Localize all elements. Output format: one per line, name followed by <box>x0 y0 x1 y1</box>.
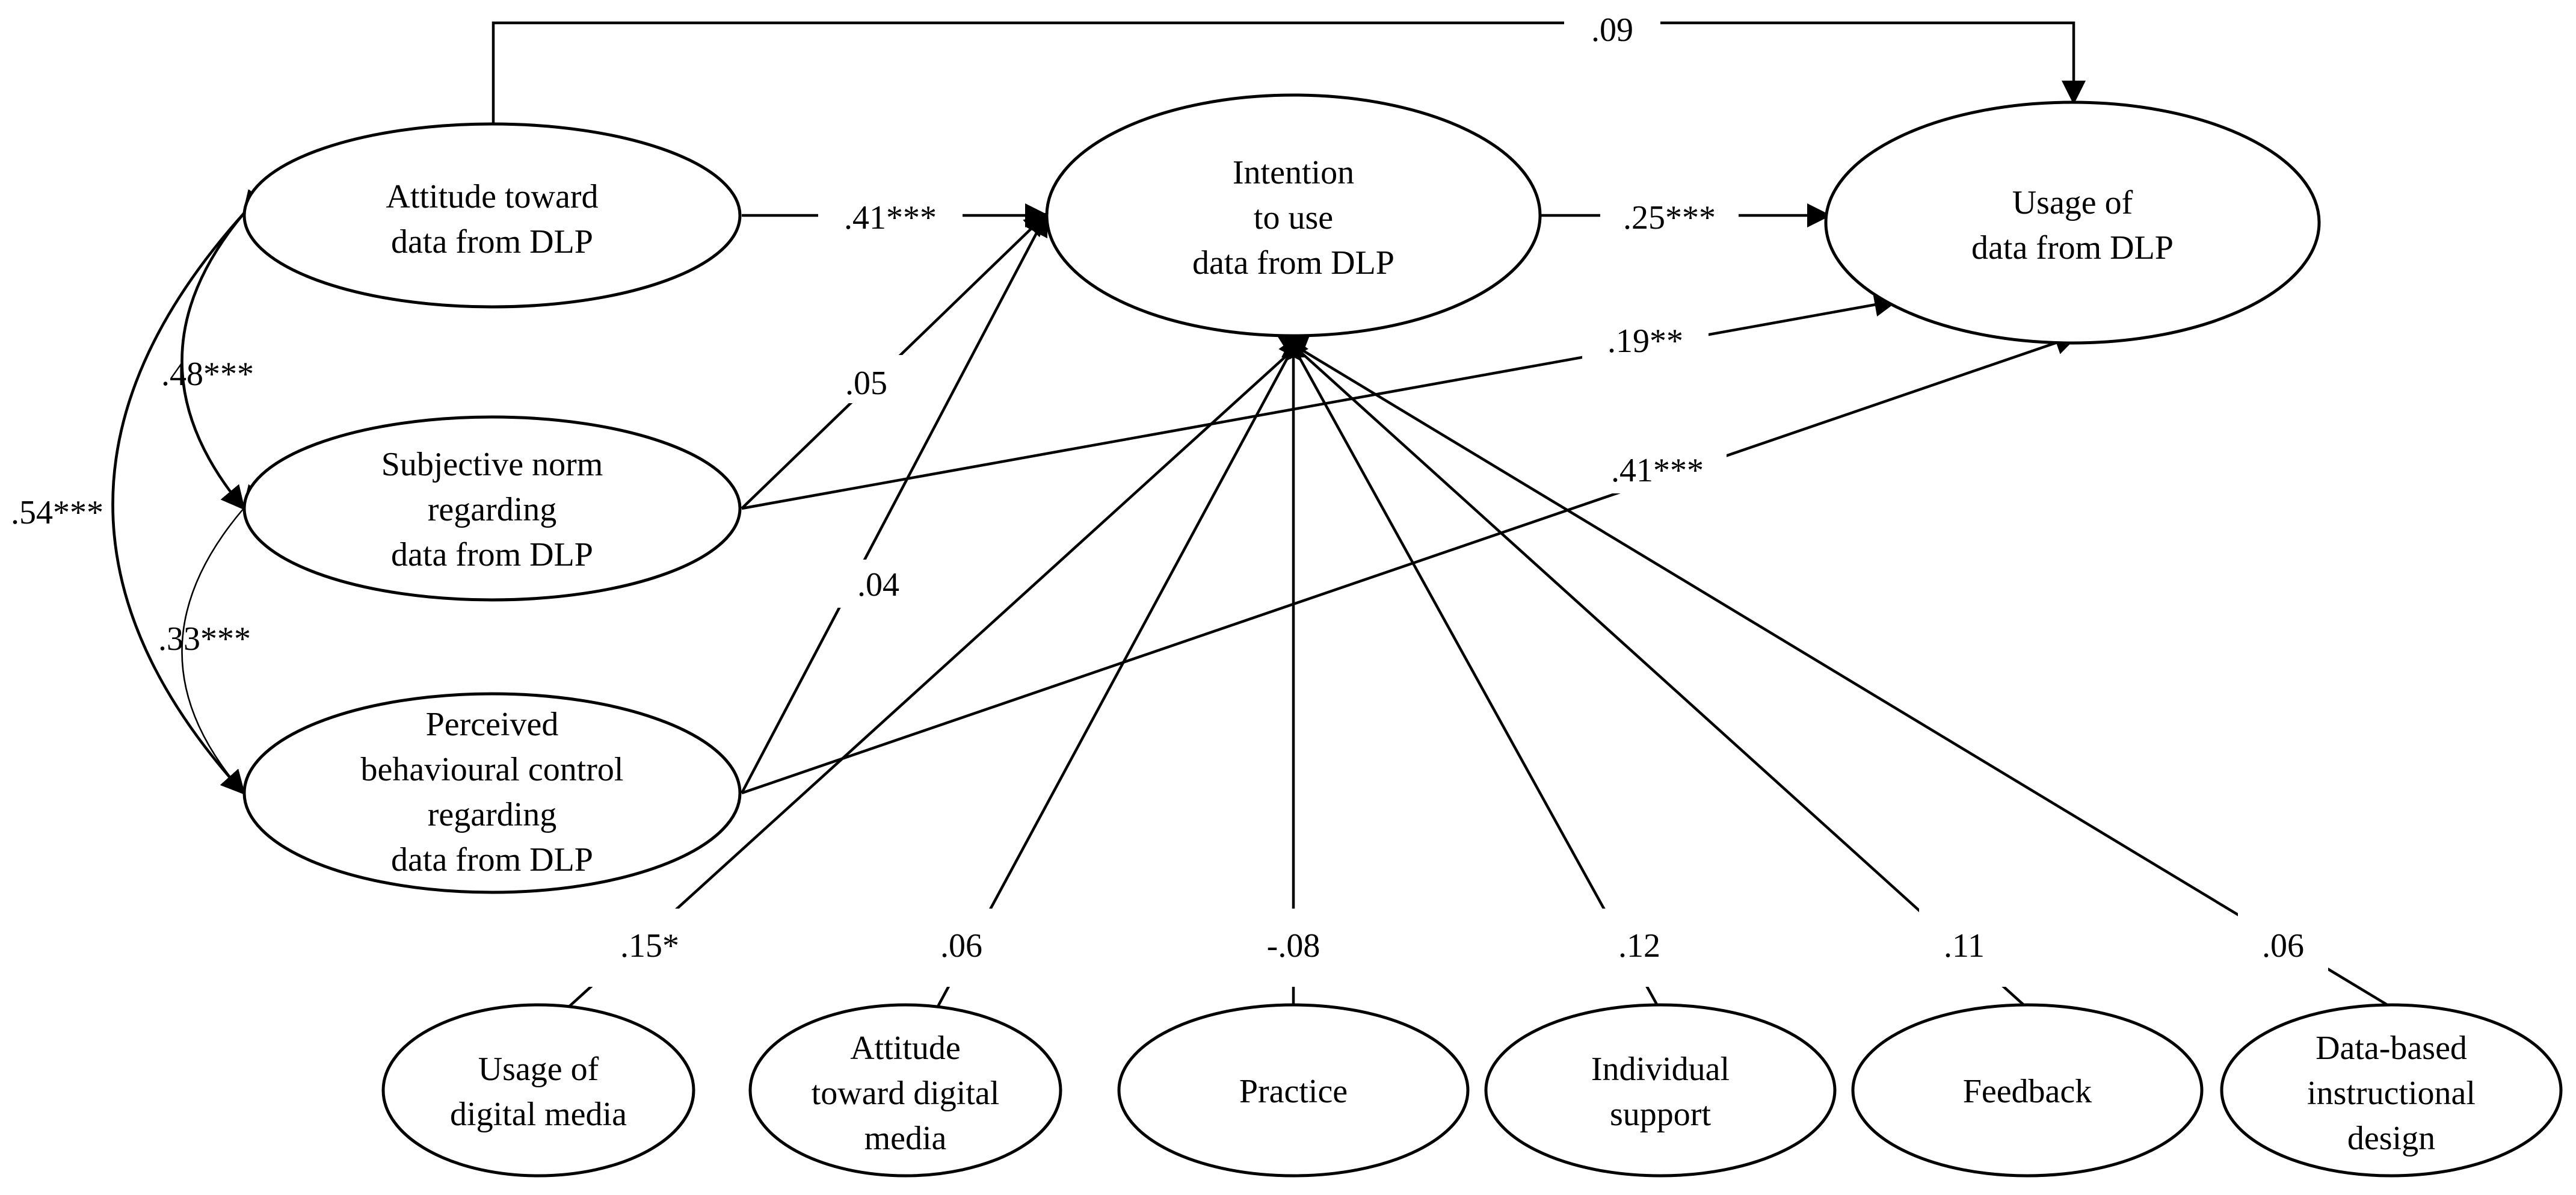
node-attitude-line-1: Attitude toward <box>386 178 598 215</box>
coefficient-labels: .09 .41*** .25*** .05 .19** .04 .41*** .… <box>11 3 2328 987</box>
node-pbc-line-1: Perceived <box>426 706 559 743</box>
node-individual-support-line-1: Individual <box>1591 1051 1730 1088</box>
node-pbc-line-4: data from DLP <box>391 841 593 878</box>
node-practice: Practice <box>1117 1003 1470 1178</box>
path-feedback-to-intention <box>1281 334 2032 1012</box>
node-attitude-digital-media-line-1: Attitude <box>850 1030 961 1067</box>
coef-attitude-digital-media-to-intention: .06 <box>940 927 982 965</box>
node-intention-line-2: to use <box>1254 199 1333 236</box>
node-data-based-design-line-2: instructional <box>2307 1075 2476 1112</box>
coef-corr-attitude-norm: .48*** <box>161 356 254 393</box>
path-usage-digital-media-to-intention <box>563 334 1310 1012</box>
node-subjective-norm-line-1: Subjective norm <box>381 446 603 483</box>
node-pbc: Perceived behavioural control regarding … <box>242 692 742 894</box>
nodes: Attitude toward data from DLP Subjective… <box>242 93 2563 1178</box>
coef-feedback-to-intention: .11 <box>1944 927 1985 965</box>
node-data-based-design-line-1: Data-based <box>2316 1030 2467 1067</box>
node-intention-line-1: Intention <box>1233 154 1354 191</box>
node-individual-support: Individual support <box>1484 1003 1837 1178</box>
node-attitude: Attitude toward data from DLP <box>242 122 742 309</box>
coef-data-based-design-to-intention: .06 <box>2262 927 2304 965</box>
node-usage-digital-media-line-1: Usage of <box>478 1051 599 1088</box>
coef-norm-to-usage: .19** <box>1607 323 1683 360</box>
node-intention: Intention to use data from DLP <box>1045 93 1542 338</box>
node-pbc-line-3: regarding <box>428 796 557 833</box>
node-usage-digital-media: Usage of digital media <box>381 1003 695 1178</box>
coef-individual-support-to-intention: .12 <box>1618 927 1660 965</box>
path-pbc-to-usage <box>741 331 2079 795</box>
coef-attitude-to-intention: .41*** <box>844 199 937 236</box>
path-individual-support-to-intention <box>1286 333 1662 1012</box>
path-data-based-design-to-intention <box>1276 334 2399 1012</box>
node-attitude-digital-media: Attitude toward digital media <box>748 1003 1062 1178</box>
node-intention-line-3: data from DLP <box>1192 244 1394 282</box>
node-attitude-digital-media-line-3: media <box>864 1120 947 1157</box>
corr-attitude-pbc <box>111 189 267 795</box>
paths <box>111 21 2399 1012</box>
coef-attitude-to-usage: .09 <box>1591 11 1633 49</box>
node-usage-line-2: data from DLP <box>1971 229 2174 267</box>
node-practice-line-1: Practice <box>1239 1073 1348 1110</box>
path-attitude-to-usage <box>491 21 2086 124</box>
node-pbc-line-2: behavioural control <box>361 751 624 788</box>
coef-pbc-to-usage: .41*** <box>1611 452 1704 489</box>
node-usage-digital-media-line-2: digital media <box>450 1096 627 1133</box>
node-usage: Usage of data from DLP <box>1824 100 2321 345</box>
node-subjective-norm: Subjective norm regarding data from DLP <box>242 415 742 602</box>
corr-norm-pbc <box>181 484 267 795</box>
node-attitude-line-2: data from DLP <box>391 223 593 261</box>
node-data-based-design: Data-based instructional design <box>2220 1003 2563 1178</box>
path-attitude-digital-media-to-intention <box>934 333 1301 1012</box>
coef-corr-attitude-pbc: .54*** <box>11 494 103 531</box>
node-individual-support-line-2: support <box>1610 1096 1711 1133</box>
node-feedback-line-1: Feedback <box>1963 1073 2092 1110</box>
node-data-based-design-line-3: design <box>2347 1120 2435 1157</box>
node-feedback: Feedback <box>1851 1003 2204 1178</box>
coef-practice-to-intention: -.08 <box>1267 927 1320 965</box>
corr-attitude-norm <box>180 189 267 511</box>
path-pbc-to-intention <box>741 211 1048 794</box>
node-subjective-norm-line-2: regarding <box>428 491 557 528</box>
coef-pbc-to-intention: .04 <box>857 566 899 604</box>
node-subjective-norm-line-3: data from DLP <box>391 536 593 573</box>
coef-usage-digital-media-to-intention: .15* <box>620 927 679 965</box>
node-attitude-digital-media-line-2: toward digital <box>812 1075 1000 1112</box>
node-usage-line-1: Usage of <box>2012 184 2133 221</box>
coef-intention-to-usage: .25*** <box>1623 199 1716 236</box>
coef-norm-to-intention: .05 <box>845 365 887 402</box>
coef-corr-norm-pbc: .33*** <box>158 620 251 658</box>
